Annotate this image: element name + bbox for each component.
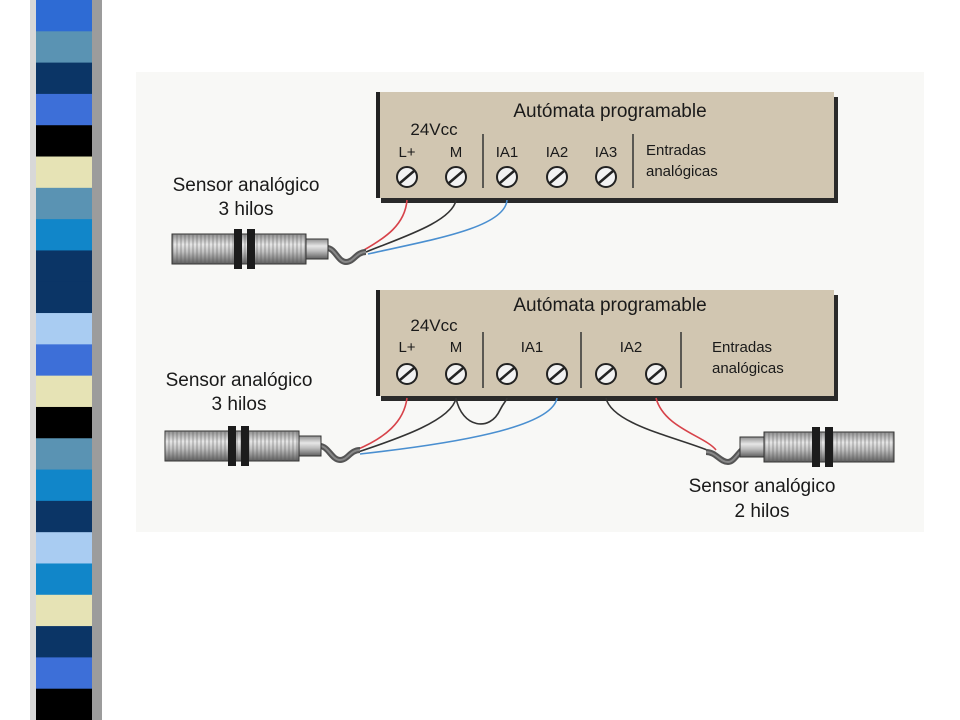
plc-bottom-supply-label: 24Vcc [410,316,458,335]
terminal-label-l-plus: L+ [398,144,415,161]
sensor-label-bottom-left-line2: 3 hilos [212,394,267,415]
terminal-label-ia2: IA2 [620,339,643,356]
stripe-segment [36,688,92,720]
stripe-edge [30,0,36,720]
wire-blue [359,397,558,455]
screw-terminal-icon [496,166,518,188]
decorative-stripe-bar [30,0,102,720]
wire-red [655,397,717,451]
sensor-label-bottom-left-line1: Sensor analógico [166,370,313,391]
inputs-label-line2: analógicas [712,360,784,377]
stripe-segment [36,563,92,596]
inputs-label-line1: Entradas [646,142,706,159]
stripe-shadow [92,0,102,720]
sensor-label-top-left-line1: Sensor analógico [173,175,320,196]
screw-terminal-icon [445,166,467,188]
terminal-label-m: M [450,339,463,356]
sensor-label-bottom-right-line2: 2 hilos [735,501,790,522]
plc-top-left-edge [376,92,380,198]
terminal-label-l-plus: L+ [398,339,415,356]
stripe-segment [36,626,92,658]
screw-terminal-icon [396,363,418,385]
screw-terminal-icon [546,363,568,385]
stripe-segment [36,500,92,533]
stripe-segment [36,406,92,439]
inputs-label-line2: analógicas [646,163,718,180]
terminal-label-ia3: IA3 [595,144,618,161]
sensor-bottom-right [739,427,895,467]
sensor-label-bottom-right-line1: Sensor analógico [689,476,836,497]
sensor-bottom-left [164,426,322,466]
terminal-label-m: M [450,144,463,161]
stripe-segment [36,281,92,314]
stripe-segment [36,93,92,126]
stripe-segment [36,313,92,345]
terminal-label-ia1: IA1 [496,144,519,161]
screw-terminal-icon [645,363,667,385]
wire-black [365,199,457,253]
stripe-segment [36,219,92,251]
terminal-label-ia1: IA1 [521,339,544,356]
stripe-segment [36,532,92,564]
stripe-segment [36,187,92,220]
screw-terminal-icon [396,166,418,188]
stripe-segment [36,344,92,377]
stripe-segment [36,156,92,189]
plc-top: Autómata programable 24Vcc L+ M IA1 IA2 … [376,92,838,203]
stripe-segment [36,438,92,471]
inputs-label-line1: Entradas [712,339,772,356]
stripe-segment [36,375,92,408]
cable [326,247,367,264]
stripe-segment [36,657,92,690]
screw-terminal-icon [496,363,518,385]
sensor-label-top-left-line2: 3 hilos [219,199,274,220]
stripe-segment [36,250,92,283]
screw-terminal-icon [595,166,617,188]
cable [319,445,361,462]
stripe-segment [36,594,92,627]
wire-blue [367,199,508,255]
plc-top-supply-label: 24Vcc [410,120,458,139]
stripe-segment [36,125,92,158]
plc-bottom: Autómata programable 24Vcc L+ M IA1 IA2 … [376,290,838,401]
terminal-label-ia2: IA2 [546,144,569,161]
wire-red [363,199,408,251]
screw-terminal-icon [595,363,617,385]
wire-red [355,397,408,451]
plc-bottom-left-edge [376,290,380,396]
stripe-segment [36,469,92,502]
wire-black [605,397,713,453]
stripe-segment [36,62,92,95]
stripe-segment [36,0,92,32]
screw-terminal-icon [546,166,568,188]
screw-terminal-icon [445,363,467,385]
wire-black [357,397,457,453]
plc-bottom-title: Autómata programable [513,295,706,316]
stripe-segment [36,31,92,64]
plc-top-title: Autómata programable [513,101,706,122]
wire-black-jumper [455,397,508,425]
sensor-top-left [171,229,329,269]
